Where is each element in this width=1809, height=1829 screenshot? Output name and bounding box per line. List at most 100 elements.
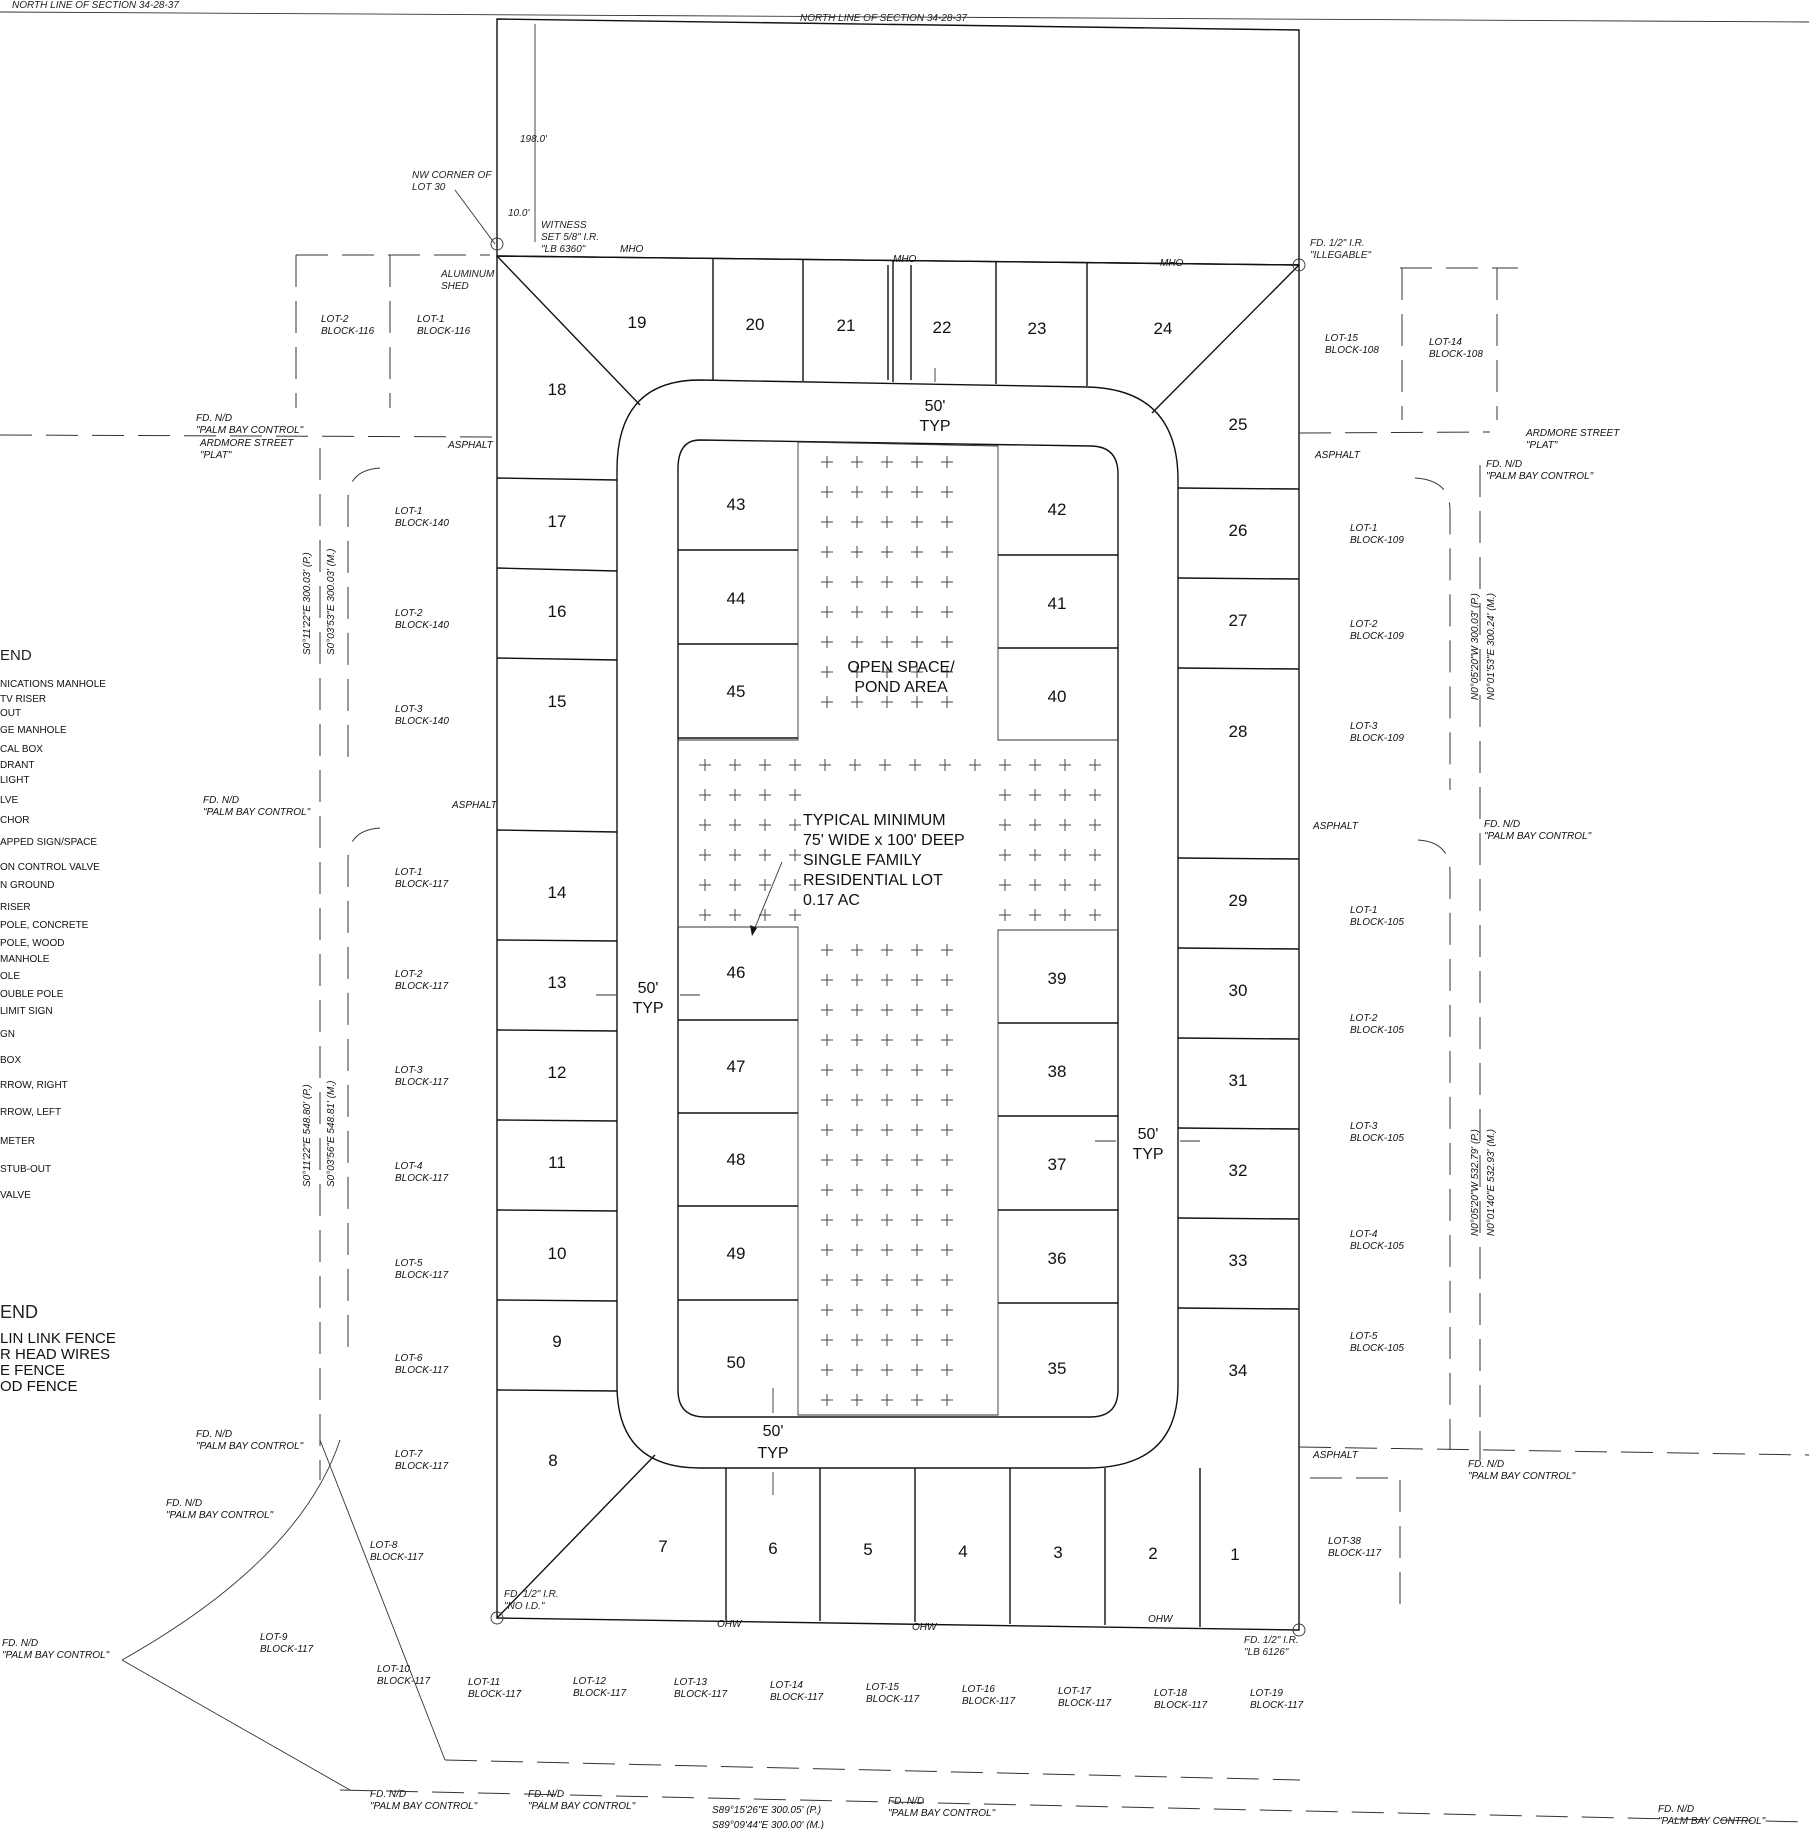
control-point-label: "PALM BAY CONTROL"	[203, 807, 311, 818]
legend-symbol-item: LVE	[0, 795, 18, 806]
legend-line-item: LIN LINK FENCE	[0, 1330, 116, 1347]
lot-number: 38	[1048, 1062, 1067, 1081]
line-legend-title: END	[0, 1302, 38, 1322]
street-label: "PLAT"	[200, 450, 232, 461]
adjacent-lot-label: LOT-38	[1328, 1536, 1361, 1547]
lot-number: 4	[958, 1542, 967, 1561]
lot-number: 42	[1048, 500, 1067, 519]
adjacent-lot-label: BLOCK-140	[395, 620, 449, 631]
lot-number: 48	[727, 1150, 746, 1169]
control-point-label: FD. N/D	[166, 1498, 202, 1509]
shed-note: SHED	[441, 281, 469, 292]
adjacent-lot-label: BLOCK-117	[395, 1173, 449, 1184]
witness-note: WITNESS	[541, 220, 587, 231]
adjacent-lot-label: LOT-17	[1058, 1686, 1091, 1697]
lot-number: 13	[548, 973, 567, 992]
lot-number: 40	[1048, 687, 1067, 706]
adjacent-lot-label: LOT-14	[1429, 337, 1462, 348]
adjacent-lot-label: BLOCK-117	[573, 1688, 627, 1699]
legend-symbol-item: METER	[0, 1136, 35, 1147]
lot-number: 22	[933, 318, 952, 337]
legend-symbol-item: POLE, WOOD	[0, 938, 64, 949]
control-point-label: FD. N/D	[370, 1789, 406, 1800]
adjacent-lot-label: LOT-2	[395, 969, 423, 980]
adjacent-lot-label: LOT-6	[395, 1353, 423, 1364]
adjacent-lot-label: BLOCK-117	[1154, 1700, 1208, 1711]
row-width-west-label: TYP	[632, 1000, 663, 1017]
street-label: "PLAT"	[1526, 440, 1558, 451]
lot-number: 1	[1230, 1545, 1239, 1564]
lot-number: 33	[1229, 1251, 1248, 1270]
adjacent-lot-label: BLOCK-117	[1058, 1698, 1112, 1709]
control-point-label: FD. N/D	[1486, 459, 1522, 470]
legend-line-item: OD FENCE	[0, 1378, 78, 1395]
lot-number: 21	[837, 316, 856, 335]
witness-note: "LB 6360"	[541, 244, 586, 255]
adjacent-lot-label: LOT-8	[370, 1540, 398, 1551]
lot-number: 36	[1048, 1249, 1067, 1268]
lot-number: 35	[1048, 1359, 1067, 1378]
legend-symbol-item: LIGHT	[0, 775, 29, 786]
lot-number: 18	[548, 380, 567, 399]
legend-symbol-item: OLE	[0, 971, 20, 982]
south-bearing-plat: S89°15'26"E 300.05' (P.)	[712, 1805, 821, 1816]
legend-symbol-item: ON CONTROL VALVE	[0, 862, 100, 873]
control-point-label: FD. N/D	[196, 1429, 232, 1440]
adjacent-lot-label: LOT-12	[573, 1676, 606, 1687]
symbol-legend-title: END	[0, 647, 32, 664]
lot-number: 29	[1229, 891, 1248, 910]
adjacent-lot-label: LOT-14	[770, 1680, 803, 1691]
adjacent-lot-label: BLOCK-117	[395, 1077, 449, 1088]
adjacent-lot-label: BLOCK-117	[962, 1696, 1016, 1707]
adjacent-lot-label: BLOCK-109	[1350, 631, 1404, 642]
control-point-label: "PALM BAY CONTROL"	[2, 1650, 110, 1661]
lot-number: 49	[727, 1244, 746, 1263]
row-width-west: 50'	[638, 980, 659, 997]
adjacent-lot-label: LOT-13	[674, 1677, 707, 1688]
lot-number: 3	[1053, 1543, 1062, 1562]
legend-symbol-item: LIMIT SIGN	[0, 1006, 53, 1017]
lot-number: 19	[628, 313, 647, 332]
lot-number: 28	[1229, 722, 1248, 741]
adjacent-lot-label: BLOCK-105	[1350, 1241, 1404, 1252]
control-point-label: "PALM BAY CONTROL"	[1486, 471, 1594, 482]
legend-symbol-item: NICATIONS MANHOLE	[0, 679, 106, 690]
adjacent-lot-label: BLOCK-108	[1325, 345, 1379, 356]
adjacent-lot-label: BLOCK-117	[370, 1552, 424, 1563]
lot-number: 2	[1148, 1544, 1157, 1563]
adjacent-lot-label: LOT-4	[1350, 1229, 1378, 1240]
adjacent-lot-label: LOT-5	[395, 1258, 423, 1269]
ne-corner-note: FD. 1/2" I.R.	[1310, 238, 1365, 249]
adjacent-lot-label: BLOCK-140	[395, 716, 449, 727]
adjacent-lot-label: LOT-16	[962, 1684, 995, 1695]
adjacent-lot-label: BLOCK-109	[1350, 535, 1404, 546]
adjacent-lot-label: BLOCK-117	[866, 1694, 920, 1705]
east-bearing-plat: N0°05'20"W 300.03' (P.)	[1470, 593, 1481, 700]
control-point-label: "PALM BAY CONTROL"	[196, 1441, 304, 1452]
control-point-label: FD. N/D	[203, 795, 239, 806]
adjacent-lot-label: BLOCK-105	[1350, 1133, 1404, 1144]
legend-symbol-item: RROW, RIGHT	[0, 1080, 68, 1091]
control-point-label: "PALM BAY CONTROL"	[888, 1808, 996, 1819]
control-point-label: "PALM BAY CONTROL"	[196, 425, 304, 436]
open-space-outline	[677, 441, 1119, 1416]
lot-number: 39	[1048, 969, 1067, 988]
adjacent-lot-label: BLOCK-117	[770, 1692, 824, 1703]
adjacent-lot-label: BLOCK-117	[468, 1689, 522, 1700]
asphalt-tag: ASPHALT	[1314, 450, 1361, 461]
adjacent-lot-label: BLOCK-117	[377, 1676, 431, 1687]
row-width-east-label: TYP	[1132, 1146, 1163, 1163]
lot-number: 9	[552, 1332, 561, 1351]
control-point-label: "PALM BAY CONTROL"	[1658, 1816, 1766, 1827]
west-bearing-plat: S0°11'22"E 300.03' (P.)	[302, 552, 313, 655]
control-point-label: "PALM BAY CONTROL"	[1484, 831, 1592, 842]
east-bearing-measured: N0°01'53"E 300.24' (M.)	[1486, 593, 1497, 700]
lot-number: 14	[548, 883, 567, 902]
legend-symbol-item: VALVE	[0, 1190, 31, 1201]
legend-symbol-item: GN	[0, 1029, 15, 1040]
asphalt-tag: ASPHALT	[1312, 821, 1359, 832]
lot-number: 27	[1229, 611, 1248, 630]
north-offset-dimension: 198.0'	[520, 134, 548, 145]
west-bearing-plat: S0°11'22"E 548.80' (P.)	[302, 1084, 313, 1187]
lot-number: 16	[548, 602, 567, 621]
